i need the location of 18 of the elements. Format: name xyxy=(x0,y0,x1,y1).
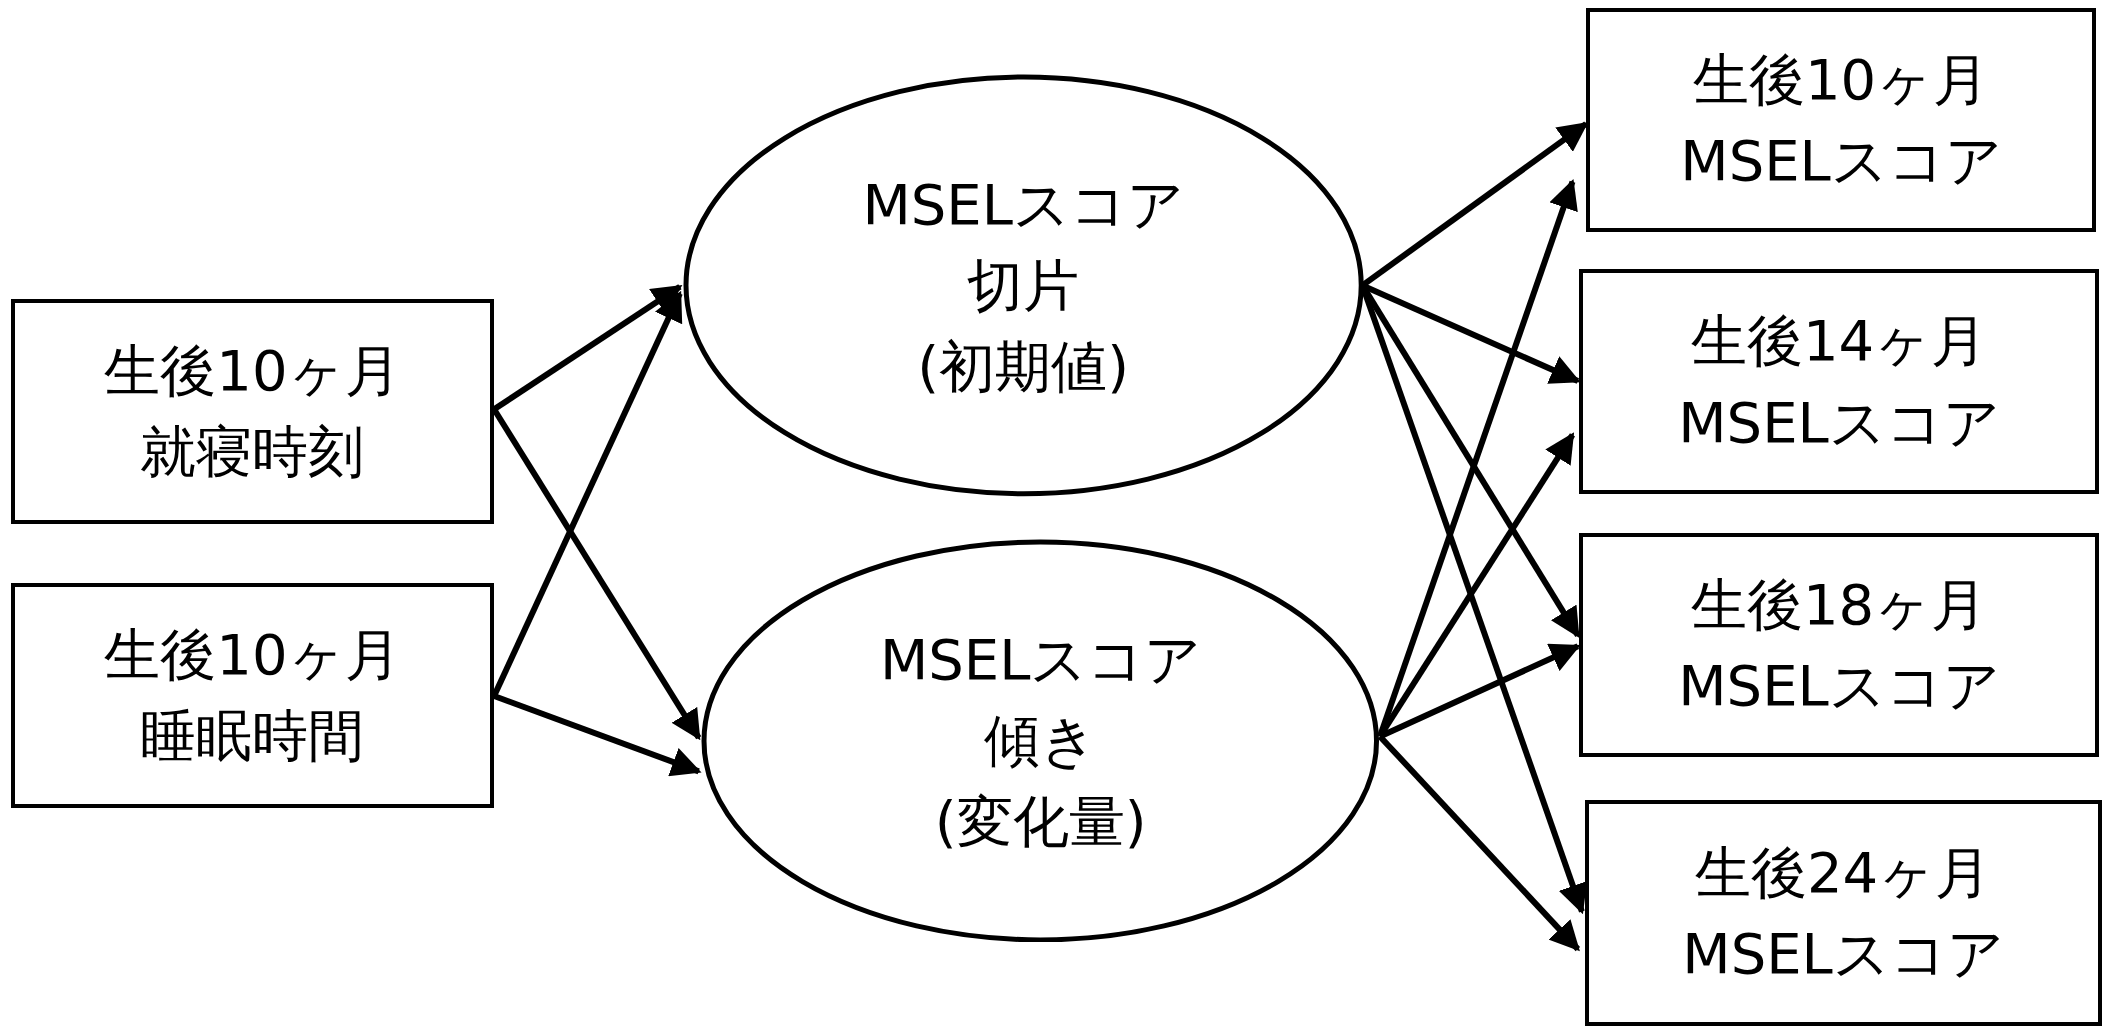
arrow xyxy=(493,693,702,777)
node-label: 生後10ヶ月睡眠時間 xyxy=(103,621,402,771)
node-label: 生後14ヶ月MSELスコア xyxy=(1677,307,2001,457)
latent-ellipse xyxy=(701,538,1380,943)
arrow xyxy=(1377,734,1581,952)
latent-ellipse xyxy=(682,74,1364,497)
variable-box xyxy=(10,298,495,524)
node-label: 生後18ヶ月MSELスコア xyxy=(1677,570,2001,720)
node-label: 生後10ヶ月就寝時刻 xyxy=(103,337,402,487)
node-label: 生後10ヶ月MSELスコア xyxy=(1679,45,2003,195)
variable-box xyxy=(1579,269,2099,495)
variable-box xyxy=(1579,533,2099,757)
node-label: MSELスコア切片(初期値) xyxy=(861,170,1185,401)
variable-box xyxy=(10,582,495,808)
variable-box xyxy=(1584,799,2102,1026)
node-label: 生後24ヶ月MSELスコア xyxy=(1681,838,2005,988)
node-label: MSELスコア傾き(変化量) xyxy=(878,625,1203,857)
variable-box xyxy=(1585,8,2097,232)
